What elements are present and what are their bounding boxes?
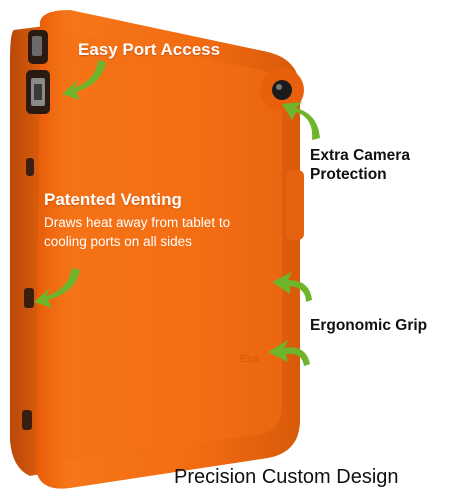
- vent-slot: [26, 158, 34, 176]
- side-slot: [286, 170, 304, 240]
- callout-easy-port-access: Easy Port Access: [78, 40, 221, 59]
- callout-patented-venting: Patented Venting: [44, 190, 182, 209]
- case-back-panel: [62, 31, 282, 461]
- curved-arrow-icon: [272, 272, 312, 302]
- curved-arrow-icon: [282, 102, 320, 140]
- callout-ergonomic-grip: Ergonomic Grip: [310, 317, 428, 334]
- vent-slot: [22, 410, 32, 430]
- svg-text:Eva: Eva: [240, 353, 260, 365]
- curved-arrow-icon: [34, 268, 80, 308]
- callout-venting-description: Draws heat away from tablet to cooling p…: [44, 215, 231, 249]
- curved-arrow-icon: [62, 60, 106, 100]
- footer-tagline: Precision Custom Design: [174, 466, 399, 488]
- callout-extra-camera-protection: Extra Camera Protection: [310, 147, 410, 183]
- vent-slot: [24, 288, 34, 308]
- curved-arrow-icon: [268, 340, 310, 366]
